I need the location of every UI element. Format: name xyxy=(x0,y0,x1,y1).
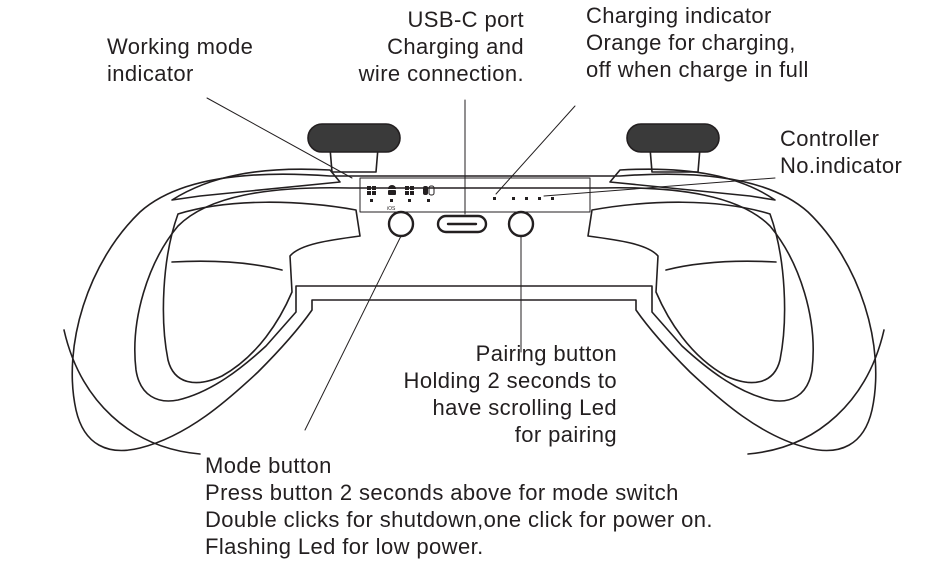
android-icon xyxy=(388,185,396,195)
leader-controller-no xyxy=(543,177,776,197)
controller-body xyxy=(71,173,877,452)
label-line: USB-C port xyxy=(407,7,524,32)
right-thumbstick xyxy=(626,123,720,173)
mode-button-label: Mode button Press button 2 seconds above… xyxy=(205,452,713,560)
ios-mark: iOS xyxy=(387,206,396,212)
left-bumper xyxy=(171,168,341,201)
label-line: have scrolling Led xyxy=(432,395,617,420)
label-line: Charging and xyxy=(387,34,524,59)
label-line: off when charge in full xyxy=(586,57,809,82)
mode-button[interactable] xyxy=(387,210,415,238)
player-led xyxy=(538,197,541,200)
player-led xyxy=(525,197,528,200)
pairing-button-label: Pairing button Holding 2 seconds to have… xyxy=(330,340,617,448)
label-line: Controller xyxy=(780,126,880,151)
mode-led xyxy=(370,199,373,202)
usb-c-label: USB-C port Charging and wire connection. xyxy=(300,6,524,87)
mode-led xyxy=(390,199,393,202)
label-line: Holding 2 seconds to xyxy=(403,368,617,393)
label-line: Mode button xyxy=(205,453,332,478)
label-line: Flashing Led for low power. xyxy=(205,534,484,559)
label-line: No.indicator xyxy=(780,153,903,178)
right-grip-curve xyxy=(747,329,885,455)
left-grip-curve xyxy=(63,329,201,455)
leader-charging xyxy=(495,105,576,195)
mode-icons xyxy=(367,185,554,202)
label-line: Pairing button xyxy=(475,341,617,366)
left-trigger-strip xyxy=(171,260,283,271)
windows-icon xyxy=(405,186,414,195)
label-line: Charging indicator xyxy=(586,3,772,28)
working-mode-label: Working mode indicator xyxy=(107,33,253,87)
label-line: Double clicks for shutdown,one click for… xyxy=(205,507,713,532)
switch-icon xyxy=(423,185,435,196)
label-line: Press button 2 seconds above for mode sw… xyxy=(205,480,679,505)
right-bumper xyxy=(609,168,776,201)
left-grip-panel xyxy=(162,201,361,384)
left-thumbstick xyxy=(307,123,401,173)
controller-inner-outline xyxy=(134,186,814,402)
mode-led xyxy=(427,199,430,202)
label-line: Working mode xyxy=(107,34,254,59)
label-line: indicator xyxy=(107,61,194,86)
top-panel xyxy=(359,177,591,213)
label-line: Orange for charging, xyxy=(586,30,796,55)
label-line: wire connection. xyxy=(358,61,524,86)
charging-indicator-label: Charging indicator Orange for charging, … xyxy=(586,2,809,83)
mode-led xyxy=(408,199,411,202)
charging-led xyxy=(493,197,496,200)
player-led xyxy=(512,197,515,200)
right-trigger-strip xyxy=(665,260,777,271)
player-led xyxy=(551,197,554,200)
leader-working-mode xyxy=(206,97,353,179)
leader-mode xyxy=(304,235,402,431)
windows-icon xyxy=(367,186,376,195)
controller-number-label: Controller No.indicator xyxy=(780,125,902,179)
right-grip-panel xyxy=(587,201,786,384)
label-line: for pairing xyxy=(514,422,617,447)
pairing-button[interactable] xyxy=(507,210,535,238)
